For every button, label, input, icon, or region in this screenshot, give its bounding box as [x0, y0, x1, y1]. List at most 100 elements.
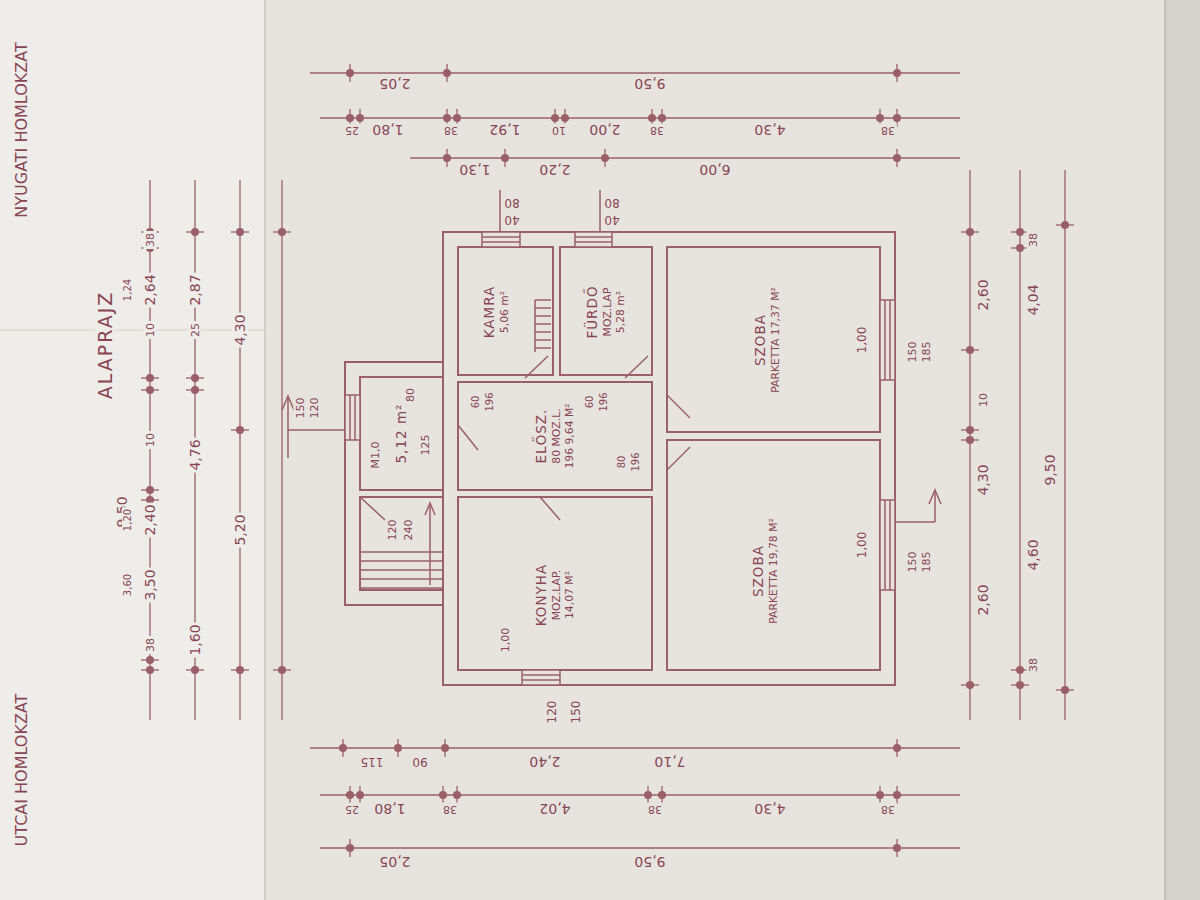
- plan-drawing: [575, 241, 612, 243]
- plan-drawing: [893, 69, 901, 77]
- plan-drawing: [1016, 681, 1024, 689]
- plan-drawing: [1064, 170, 1065, 720]
- room-text-group: KAMRA5,06 m²: [461, 252, 531, 372]
- room-text-group: SZOBAPARKETTA 17,37 M²: [672, 252, 862, 428]
- plan-drawing: [880, 500, 895, 590]
- dimension-label: 1,24: [122, 277, 134, 303]
- dimension-label: 4,30: [975, 462, 991, 497]
- plan-drawing: [141, 64, 1074, 857]
- plan-drawing: [667, 440, 880, 670]
- plan-drawing: [425, 503, 435, 515]
- plan-drawing: [0, 329, 265, 331]
- room-area: ELŐSZ.80 MOZ.L.196 9,64 M²: [495, 385, 615, 487]
- dimension-label: 80: [404, 386, 417, 404]
- dimension-label: 9,50: [632, 76, 667, 92]
- dimension-label: 2,05: [377, 76, 412, 92]
- plan-drawing: [264, 0, 266, 900]
- plan-drawing: [535, 300, 551, 348]
- plan-drawing: [934, 492, 936, 522]
- plan-title: ALAPRAJZ: [95, 289, 116, 402]
- plan-drawing: [1019, 170, 1020, 720]
- dimension-label: 25: [343, 803, 361, 816]
- plan-drawing: [443, 232, 895, 685]
- plan-drawing: [354, 395, 356, 440]
- dimension-label: 1,20: [122, 507, 134, 533]
- plan-drawing: [501, 154, 509, 162]
- plan-drawing: [500, 190, 600, 232]
- dimension-label: 25: [343, 124, 361, 137]
- dimension-label: 2,64: [142, 272, 158, 307]
- dimension-label: 1,30: [457, 162, 492, 178]
- dimension-label: 38: [441, 803, 459, 816]
- plan-drawing: [1164, 0, 1166, 900]
- plan-drawing: [146, 386, 154, 394]
- dimension-label: 1,00: [855, 530, 869, 561]
- dimension-label: 196: [630, 450, 642, 473]
- plan-drawing: [346, 791, 354, 799]
- plan-drawing: [522, 674, 560, 676]
- dimension-label: 40: [502, 213, 521, 227]
- plan-drawing: [658, 791, 666, 799]
- plan-drawing: [191, 386, 199, 394]
- plan-drawing: [146, 374, 154, 382]
- plan-drawing: [0, 0, 265, 900]
- plan-drawing: [288, 429, 345, 431]
- plan-drawing: [893, 114, 901, 122]
- plan-drawing: [339, 744, 347, 752]
- dimension-label: 10: [550, 124, 568, 137]
- plan-drawing: [482, 241, 520, 243]
- plan-drawing: [1016, 666, 1024, 674]
- room-detail: MOZ.LAP: [601, 288, 614, 337]
- dimension-label: 80: [616, 454, 628, 471]
- room-detail: PARKETTA 19,78 M²: [767, 518, 780, 624]
- plan-drawing: [346, 69, 354, 77]
- room-text-group: SZOBAPARKETTA 19,78 M²: [672, 476, 858, 666]
- plan-drawing: [146, 666, 154, 674]
- plan-drawing: [236, 426, 244, 434]
- dimension-label: 6,00: [697, 162, 732, 178]
- dimension-label: 185: [920, 340, 933, 365]
- plan-drawing: [667, 247, 880, 432]
- plan-drawing: [345, 232, 895, 685]
- plan-drawing: [876, 791, 884, 799]
- dimension-label: 4,04: [1025, 282, 1041, 317]
- room-area: 5,12 m²: [363, 380, 440, 487]
- room-name: FÜRDŐ: [584, 285, 601, 338]
- plan-drawing: [601, 154, 609, 162]
- plan-drawing: [458, 425, 478, 450]
- plan-drawing: [236, 228, 244, 236]
- dimension-label: 3,50: [142, 567, 158, 602]
- plan-drawing: [522, 670, 560, 685]
- plan-drawing: [320, 847, 960, 848]
- plan-drawing: [561, 114, 569, 122]
- dimension-label: 38: [144, 231, 157, 249]
- dimension-label: 2,00: [587, 122, 622, 138]
- plan-drawing: [356, 791, 364, 799]
- plan-drawing: [551, 114, 559, 122]
- plan-drawing: [320, 117, 960, 118]
- dimension-label: 10: [144, 321, 157, 339]
- dimension-label: 38: [646, 803, 664, 816]
- dimension-label: 120: [545, 699, 559, 726]
- plan-drawing: [287, 398, 289, 458]
- plan-drawing: [282, 190, 941, 588]
- dimension-label: 4,30: [752, 801, 787, 817]
- dimension-label: 10: [977, 391, 990, 409]
- plan-drawing: [966, 681, 974, 689]
- dimension-label: 38: [879, 803, 897, 816]
- plan-drawing: [278, 666, 286, 674]
- plan-drawing: [667, 447, 690, 470]
- plan-drawing: [310, 747, 960, 748]
- plan-drawing: [625, 356, 648, 378]
- plan-drawing: [929, 490, 941, 504]
- dimension-label: 1,80: [370, 122, 405, 138]
- room-text-group: ELŐSZ.80 MOZ.L.196 9,64 M²: [495, 385, 615, 487]
- plan-drawing: [969, 170, 970, 720]
- dimension-label: 150: [294, 396, 307, 421]
- dimension-label: 120: [386, 518, 399, 543]
- plan-drawing: [540, 497, 560, 520]
- plan-drawing: [443, 154, 451, 162]
- plan-drawing: [482, 232, 520, 247]
- room-text-group: 5,12 m²: [363, 380, 440, 487]
- plan-drawing: [1165, 0, 1200, 900]
